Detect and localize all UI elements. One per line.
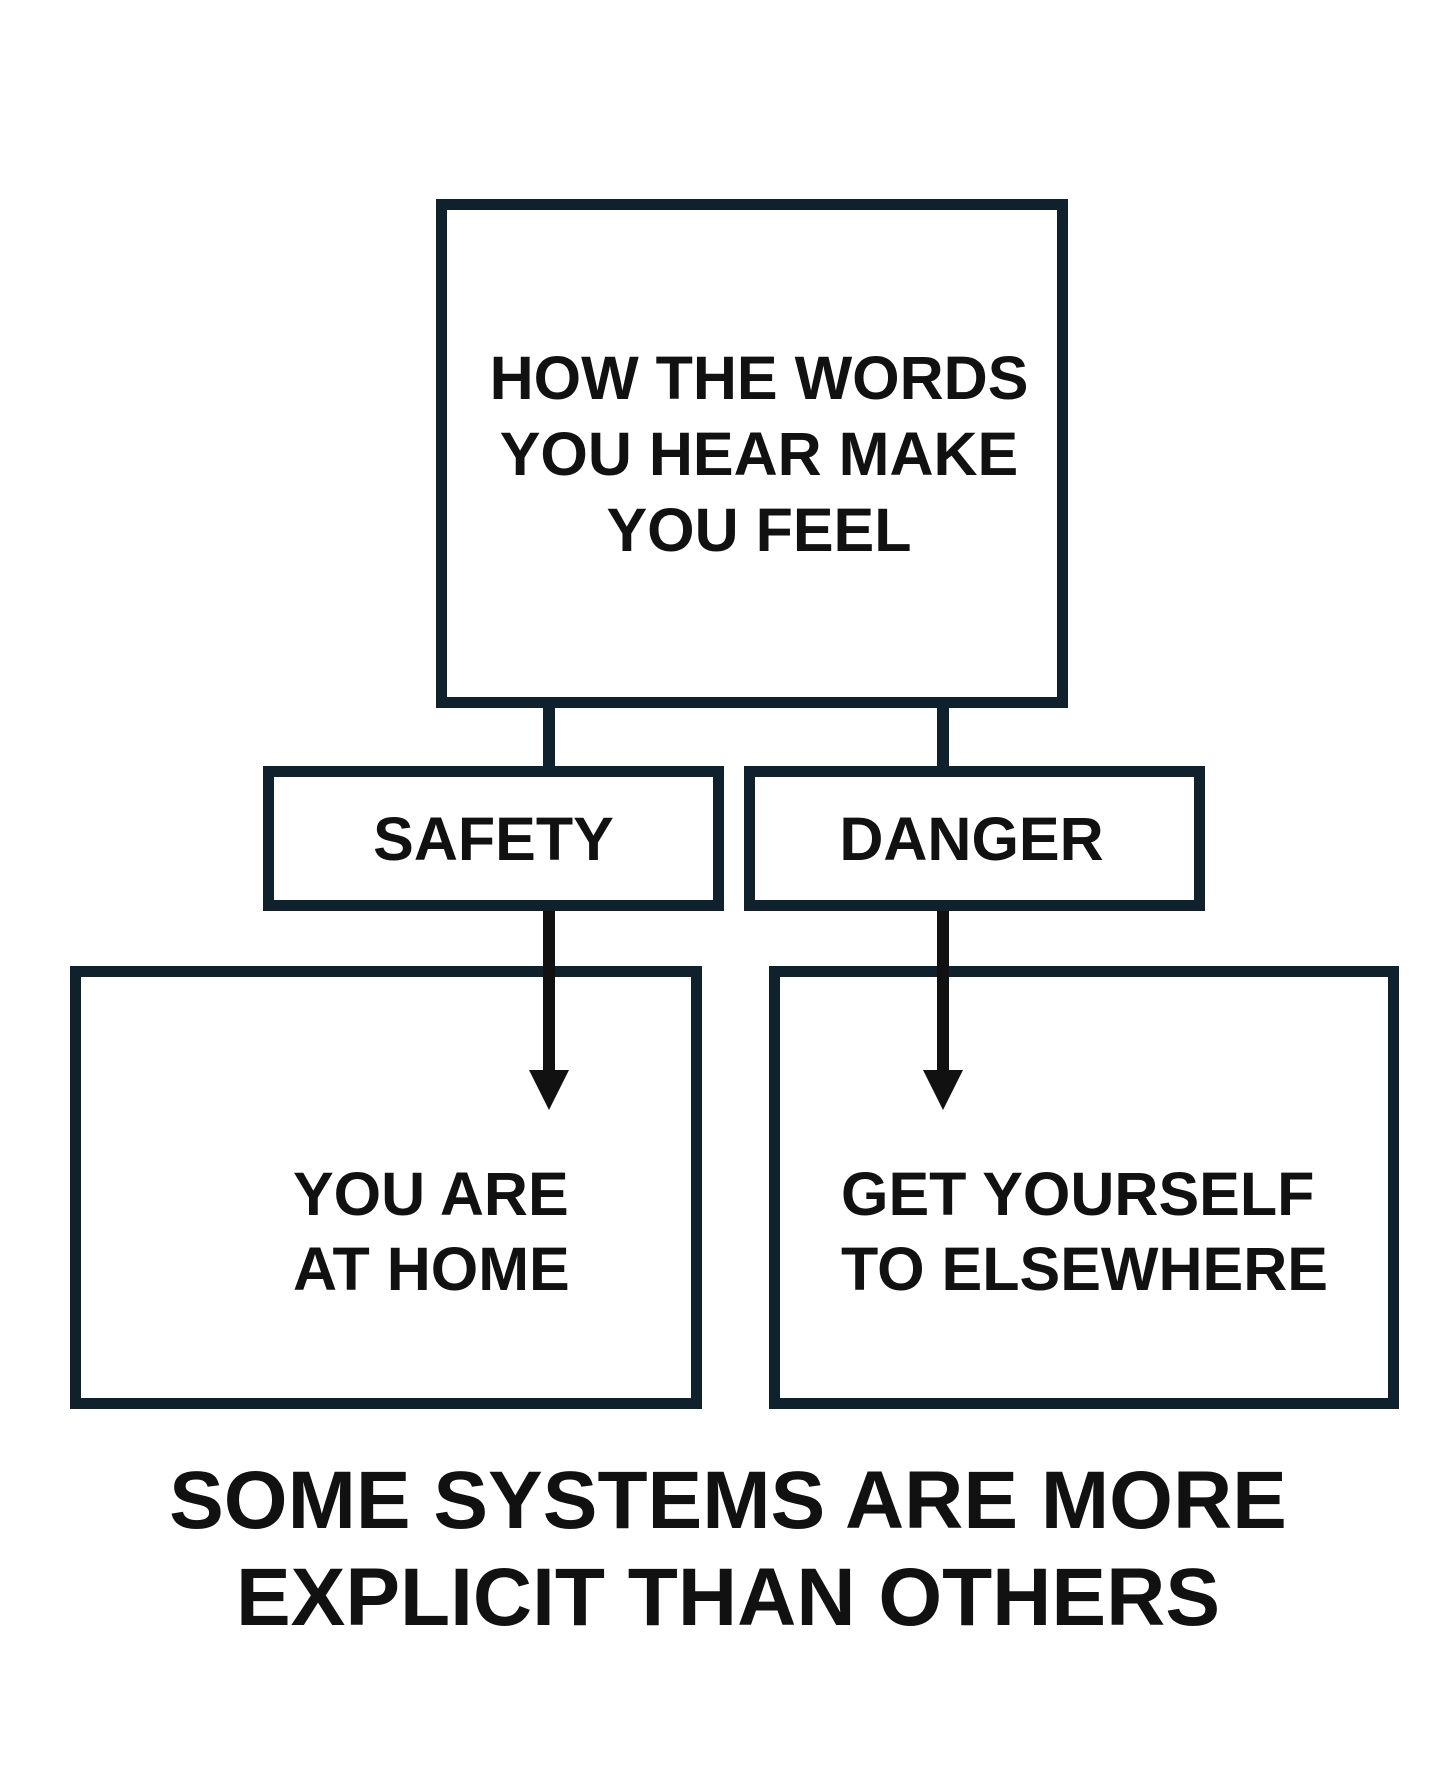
outcome-elsewhere: GET YOURSELF TO ELSEWHERE [769, 966, 1399, 1409]
outcome-home-label: YOU ARE AT HOME [293, 1160, 570, 1303]
branch-danger-label: DANGER [839, 804, 1104, 873]
branch-danger: DANGER [744, 766, 1205, 911]
outcome-elsewhere-label: GET YOURSELF TO ELSEWHERE [841, 1160, 1328, 1303]
top-node: HOW THE WORDS YOU HEAR MAKE YOU FEEL [436, 199, 1068, 708]
caption: SOME SYSTEMS ARE MORE EXPLICIT THAN OTHE… [169, 1455, 1287, 1643]
branch-safety: SAFETY [263, 766, 724, 911]
outcome-home: YOU ARE AT HOME [70, 966, 702, 1409]
branch-safety-label: SAFETY [373, 804, 614, 873]
top-node-label: HOW THE WORDS YOU HEAR MAKE YOU FEEL [489, 343, 1029, 564]
